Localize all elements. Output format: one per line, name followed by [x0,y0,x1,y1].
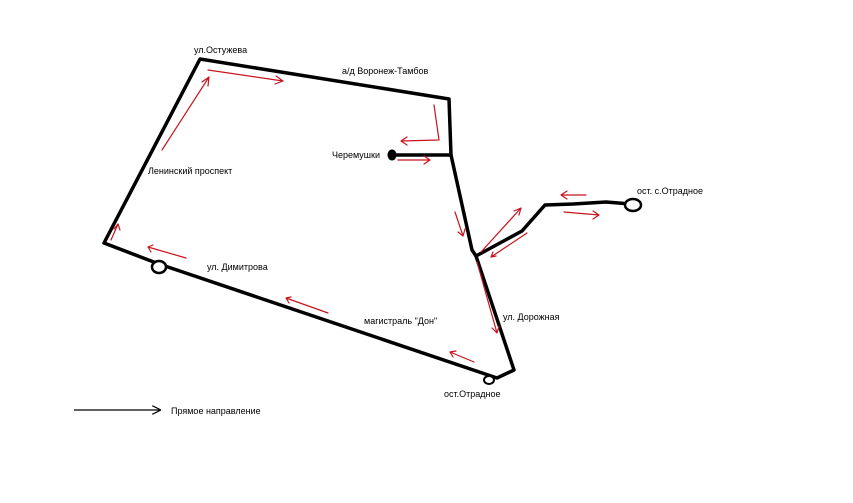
road-otradnoe-village-branch [474,200,633,258]
road-main-loop [102,57,516,380]
label-cheremushki: Черемушки [332,150,380,160]
direction-arrow [449,350,475,363]
label-dorozhnaya: ул. Дорожная [503,312,560,322]
direction-arrow [207,69,284,85]
direction-arrow [560,190,587,200]
direction-arrow [400,104,440,146]
direction-arrows [110,69,600,363]
direction-arrow [110,223,121,241]
label-leninsky: Ленинский проспект [148,166,232,176]
legend: Прямое направление [74,406,261,416]
label-stop-otradnoe-village: ост. с.Отрадное [637,186,703,196]
direction-arrow [285,296,329,314]
label-highway: а/д Воронеж-Тамбов [342,66,429,76]
label-stop-otradnoe-bottom: ост.Отрадное [444,389,501,399]
direction-arrow [147,244,187,259]
label-dimitrova: ул. Димитрова [207,262,268,272]
direction-arrow [397,155,431,165]
stop-marker-dimitrova[interactable] [150,259,168,275]
stop-marker-otradnoe-village[interactable] [623,197,643,213]
direction-arrow [476,261,500,334]
label-ostuzheva: ул.Остужева [194,45,247,55]
direction-arrow [454,211,466,237]
legend-label: Прямое направление [171,406,261,416]
direction-arrow [563,210,600,220]
stop-marker-otradnoe-bottom[interactable] [483,375,495,385]
stop-marker-cheremushki[interactable] [387,149,397,161]
label-don: магистраль "Дон" [364,316,437,326]
direction-arrow [490,232,528,258]
road-network [102,57,633,380]
direction-arrow [480,207,522,253]
direction-arrow [161,76,210,151]
